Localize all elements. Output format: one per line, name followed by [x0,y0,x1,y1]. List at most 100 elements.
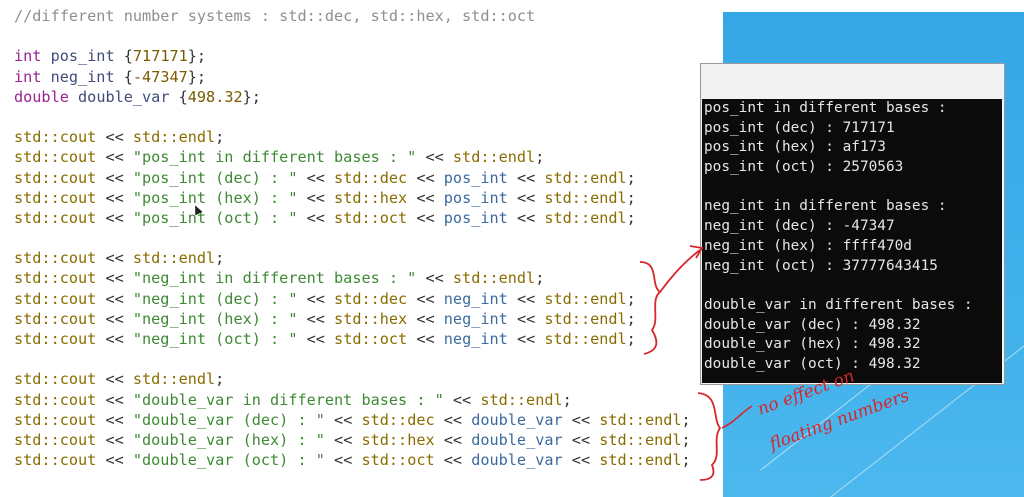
variable-name: double_var [78,87,170,106]
semicolon: ; [681,430,691,449]
shift-operator: << [434,451,472,470]
console-line: neg_int in different bases : [704,198,947,215]
variable-ref: pos_int [443,188,508,207]
string-literal: "pos_int (hex) : " [132,188,298,207]
endl-token: std::endl [132,249,216,268]
brace-close: }; [187,67,207,86]
shift-operator: << [297,289,335,308]
string-literal: "double_var (hex) : " [132,430,325,449]
code-line[interactable]: std::cout << "pos_int (oct) : " << std::… [14,208,691,228]
string-literal: "neg_int in different bases : " [132,269,417,288]
code-line[interactable]: std::cout << "pos_int (dec) : " << std::… [14,168,691,188]
variable-ref: pos_int [443,208,508,227]
endl-token: std::endl [544,168,627,187]
cout-token: std::cout [14,148,97,167]
semicolon: ; [681,451,691,470]
initial-value: 498.32 [187,87,243,106]
manipulator: std::hex [334,309,408,328]
shift-operator: << [324,410,362,429]
endl-token: std::endl [132,128,216,147]
endl-token: std::endl [599,410,682,429]
shift-operator: << [507,330,545,348]
manipulator: std::dec [361,410,435,429]
brace-open: { [114,47,133,66]
code-line[interactable]: std::cout << "pos_int in different bases… [14,147,691,167]
code-line[interactable]: double double_var {498.32}; [14,87,691,107]
cout-token: std::cout [14,168,97,187]
cout-token: std::cout [14,390,97,409]
type-keyword: double [14,87,69,106]
code-line[interactable]: std::cout << "neg_int (oct) : " << std::… [14,329,691,349]
semicolon: ; [535,148,545,167]
code-line[interactable]: std::cout << std::endl; [14,127,691,147]
code-line[interactable]: std::cout << "double_var (dec) : " << st… [14,410,691,430]
endl-token: std::endl [132,370,216,389]
console-line: neg_int (oct) : 37777643415 [704,257,938,274]
arrow-icon [659,249,701,293]
manipulator: std::dec [334,289,408,308]
code-line[interactable]: std::cout << "neg_int (dec) : " << std::… [14,289,691,309]
code-editor[interactable]: //different number systems : std::dec, s… [14,6,691,470]
shift-operator: << [407,208,444,227]
cout-token: std::cout [14,330,97,348]
shift-operator: << [443,390,481,409]
code-line[interactable]: std::cout << "double_var in different ba… [14,390,691,410]
code-line[interactable]: std::cout << "neg_int (hex) : " << std::… [14,309,691,329]
endl-token: std::endl [544,289,627,308]
arrowhead-icon [689,245,704,259]
shift-operator: << [96,269,133,288]
shift-operator: << [562,430,600,449]
cout-token: std::cout [14,410,97,429]
code-line[interactable]: std::cout << "neg_int in different bases… [14,268,691,288]
code-line[interactable]: std::cout << "double_var (oct) : " << st… [14,450,691,470]
type-keyword: int [14,47,42,66]
shift-operator: << [297,168,335,187]
string-literal: "neg_int (hex) : " [132,309,298,328]
code-line[interactable]: int pos_int {717171}; [14,46,691,66]
code-line[interactable]: int neg_int {-47347}; [14,67,691,87]
code-line[interactable]: std::cout << "double_var (hex) : " << st… [14,430,691,450]
endl-token: std::endl [452,148,536,167]
semicolon: ; [626,208,636,227]
semicolon: ; [215,128,225,147]
variable-name: neg_int [50,67,115,86]
string-literal: "neg_int (dec) : " [132,289,298,308]
shift-operator: << [297,208,335,227]
shift-operator: << [96,430,133,449]
code-line[interactable]: std::cout << "pos_int (hex) : " << std::… [14,188,691,208]
shift-operator: << [96,370,133,389]
note-connector [721,405,753,429]
shift-operator: << [507,208,545,227]
console-line: neg_int (dec) : -47347 [704,218,895,235]
string-literal: "pos_int in different bases : " [132,148,417,167]
shift-operator: << [407,330,444,348]
endl-token: std::endl [452,269,536,288]
initial-value: 717171 [132,47,188,66]
variable-ref: neg_int [443,330,508,348]
shift-operator: << [507,309,545,328]
brace-neg-int [639,261,662,355]
endl-token: std::endl [599,430,682,449]
semicolon: ; [626,168,636,187]
shift-operator: << [297,188,335,207]
code-line[interactable]: std::cout << std::endl; [14,369,691,389]
string-literal: "double_var in different bases : " [132,390,444,409]
shift-operator: << [96,249,133,268]
console-line: double_var in different bases : [704,296,973,313]
shift-operator: << [96,208,133,227]
console-line: double_var (oct) : 498.32 [704,355,921,372]
shift-operator: << [96,289,133,308]
code-line[interactable]: //different number systems : std::dec, s… [14,6,691,26]
code-line[interactable]: std::cout << std::endl; [14,248,691,268]
shift-operator: << [407,289,444,308]
variable-ref: double_var [471,430,563,449]
variable-name: pos_int [50,47,115,66]
cout-token: std::cout [14,451,97,470]
endl-token: std::endl [480,390,563,409]
shift-operator: << [507,289,545,308]
semicolon: ; [626,309,636,328]
shift-operator: << [96,410,133,429]
shift-operator: << [507,188,545,207]
